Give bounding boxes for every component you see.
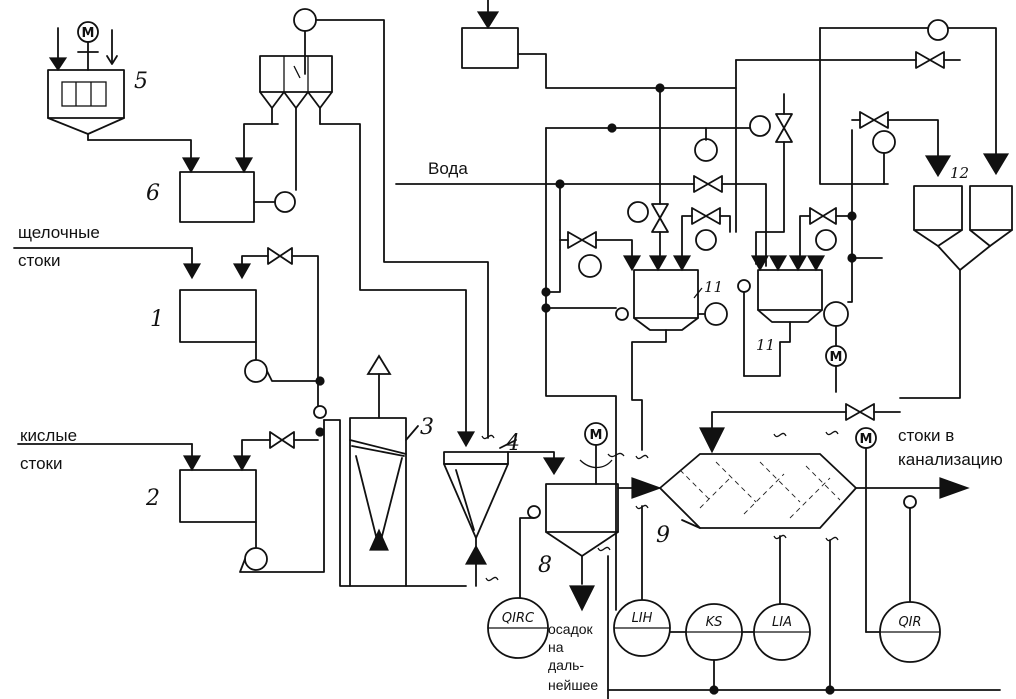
- equipment-number-4: 4: [505, 431, 520, 456]
- instrument-ks: KS: [669, 603, 755, 691]
- source-tank-top: [461, 0, 737, 89]
- tank-2: 2: [17, 405, 327, 573]
- instrument-lih: LIH: [613, 505, 671, 657]
- equipment-number-6: 6: [146, 181, 160, 206]
- instrument-qir: QIR: [879, 601, 941, 663]
- acid-label-line2: стоки: [20, 454, 62, 473]
- sludge-label-line4: нейшее: [548, 677, 598, 693]
- tank-6: 6: [87, 123, 296, 223]
- tank-12: 12: [899, 153, 1013, 399]
- tank-1: 1: [13, 247, 325, 413]
- sewer-label-line1: стоки в: [898, 426, 954, 445]
- alkaline-label-line1: щелочные: [18, 223, 100, 242]
- water-label: Вода: [428, 159, 468, 178]
- equipment-number-1: 1: [150, 307, 164, 332]
- mixer-3: 3: [323, 354, 467, 587]
- tank-11-right: M 11: [737, 129, 883, 393]
- equipment-number-12: 12: [950, 164, 969, 182]
- instrument-lia: LIA: [753, 535, 811, 661]
- instrument-ks-label: KS: [706, 615, 723, 630]
- sewer-label-line2: канализацию: [898, 450, 1003, 469]
- sludge-label-line2: на: [548, 639, 564, 655]
- instrument-qir-label: QIR: [898, 615, 921, 630]
- equipment-number-11b: 11: [756, 336, 775, 354]
- acid-label-line1: кислые: [20, 426, 77, 445]
- settler-4: 4: [443, 431, 520, 587]
- tank-8: M 8: [507, 422, 625, 699]
- dosing-network: [541, 59, 793, 611]
- instrument-lia-label: LIA: [772, 615, 792, 630]
- sludge-label-line1: осадок: [548, 621, 594, 637]
- bottom-signal-line: [607, 539, 1001, 695]
- tank-5: M 5: [47, 21, 148, 141]
- equipment-number-11a: 11: [704, 278, 723, 296]
- equipment-number-2: 2: [145, 486, 160, 511]
- equipment-number-9: 9: [656, 523, 670, 548]
- filter-9: M 9: [617, 403, 970, 633]
- equipment-number-8: 8: [538, 553, 552, 578]
- motor-symbol-11: M: [830, 350, 843, 365]
- stream-labels: щелочные стоки кислые стоки стоки в кана…: [18, 223, 1003, 693]
- sludge-label-line3: даль-: [548, 657, 584, 673]
- tank-11-left: 11: [622, 255, 728, 460]
- motor-symbol-5: M: [82, 26, 95, 41]
- motor-symbol-9: M: [860, 432, 873, 447]
- instrument-qirc-label: QIRC: [502, 611, 535, 626]
- equipment-number-3: 3: [420, 415, 434, 440]
- instrument-lih-label: LIH: [632, 611, 653, 626]
- top-valve-lines: [735, 19, 997, 185]
- equipment-number-5: 5: [134, 69, 148, 94]
- instrument-qirc: QIRC: [487, 597, 549, 659]
- motor-symbol-8: M: [590, 428, 603, 443]
- reagent-hopper: [259, 8, 489, 439]
- alkaline-label-line2: стоки: [18, 251, 60, 270]
